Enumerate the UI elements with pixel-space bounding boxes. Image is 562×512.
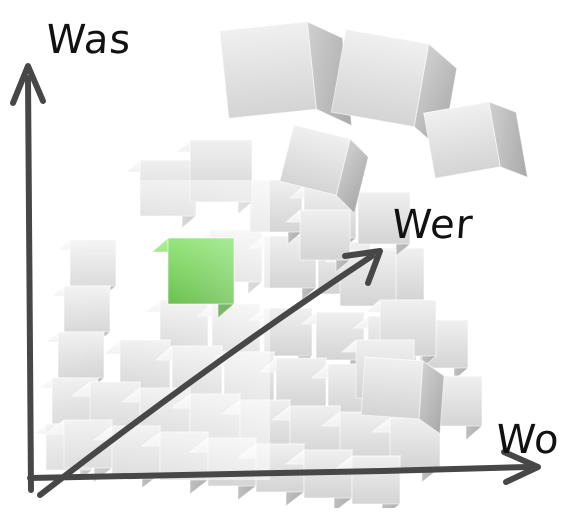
floating-cube [220,18,352,138]
axis-label-was: Was [45,20,133,60]
vertical-axis-line [28,78,31,490]
floating-cube [424,97,528,193]
cube-front-face [331,29,428,126]
axis-label-wer: Wer [391,205,475,245]
axis-label-wo: Wo [495,420,561,460]
cube-front-face [424,102,500,178]
cube-front-face [300,210,350,260]
cube-front-face [352,456,400,504]
cube-cluster [30,18,528,508]
cube-front-face [361,357,423,419]
cube-front-face [220,22,317,119]
depth-fade-overlay [30,180,270,480]
